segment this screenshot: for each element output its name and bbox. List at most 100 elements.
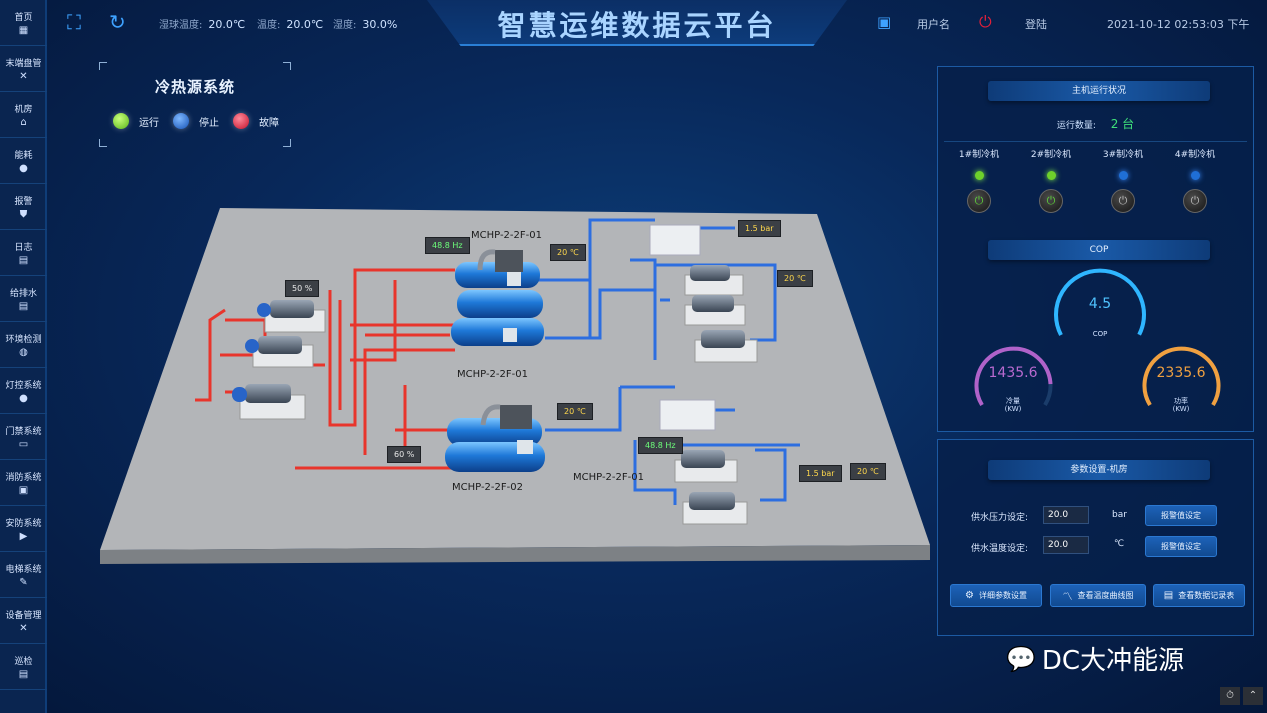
running-indicator-icon bbox=[113, 113, 129, 129]
sidebar-item-10[interactable]: 消防系统▣ bbox=[0, 460, 47, 506]
sidebar-item-label: 安防系统 bbox=[5, 518, 42, 529]
refresh-icon[interactable]: ↻ bbox=[109, 10, 126, 34]
tools-icon: ✕ bbox=[19, 622, 28, 634]
title-banner bbox=[427, 0, 847, 46]
sidebar-item-2[interactable]: 机房⌂ bbox=[0, 92, 47, 138]
sidebar-item-label: 门禁系统 bbox=[5, 426, 42, 437]
globe-icon: ◍ bbox=[19, 346, 28, 358]
power-toggle-icon[interactable]: ⏻ bbox=[1183, 189, 1207, 213]
grid-icon: ▦ bbox=[18, 24, 29, 36]
shield-icon: ⛊ bbox=[19, 208, 28, 220]
temperature-curve-label: 查看温度曲线图 bbox=[1077, 591, 1134, 600]
logout-link[interactable]: 登陆 bbox=[1025, 18, 1047, 31]
sidebar-item-6[interactable]: 给排水▤ bbox=[0, 276, 47, 322]
temperature-label: 温度: bbox=[257, 20, 281, 31]
legend-fault-label: 故障 bbox=[259, 117, 279, 129]
monitor-icon: ▶ bbox=[19, 530, 28, 542]
sidebar-item-0[interactable]: 首页▦ bbox=[0, 0, 47, 46]
sidebar-item-14[interactable]: 巡检▤ bbox=[0, 644, 47, 690]
status-dot-icon bbox=[1190, 171, 1200, 180]
sidebar-item-label: 环境检测 bbox=[5, 334, 42, 345]
trend-icon: 〽 bbox=[1062, 592, 1073, 603]
card-icon: ▭ bbox=[18, 438, 29, 450]
chiller-2: 2#制冷机 ⏻ bbox=[1016, 147, 1086, 213]
water-tank-top bbox=[649, 224, 701, 256]
clipboard-icon: ▤ bbox=[18, 300, 29, 312]
data-record-label: 查看数据记录表 bbox=[1178, 591, 1235, 600]
sidebar-item-5[interactable]: 日志▤ bbox=[0, 230, 47, 276]
status-panel-title: 主机运行状况 bbox=[988, 81, 1210, 101]
sidebar-item-8[interactable]: 灯控系统● bbox=[0, 368, 47, 414]
status-dot-icon bbox=[974, 171, 984, 180]
chiller-unit-1 bbox=[451, 249, 544, 346]
timer-icon[interactable]: ⏱ bbox=[1220, 687, 1240, 705]
data-record-button[interactable]: ▤ 查看数据记录表 bbox=[1153, 584, 1245, 607]
chiller-status-panel: 主机运行状况 运行数量: 2 台 1#制冷机 ⏻ 2#制冷机 ⏻ 3#制冷机 ⏻… bbox=[937, 66, 1254, 432]
watermark: 💬 DC大冲能源 bbox=[1006, 640, 1184, 677]
chiller-4: 4#制冷机 ⏻ bbox=[1160, 147, 1230, 213]
temperature-tag: 20 ℃ bbox=[550, 244, 586, 261]
temperature-curve-button[interactable]: 〽 查看温度曲线图 bbox=[1050, 584, 1146, 607]
sidebar-item-7[interactable]: 环境检测◍ bbox=[0, 322, 47, 368]
temperature-readout: 温度: 20.0℃ bbox=[257, 16, 323, 31]
pressure-setting-input[interactable] bbox=[1043, 506, 1089, 524]
power-toggle-icon[interactable]: ⏻ bbox=[1039, 189, 1063, 213]
power-gauge-arc bbox=[1142, 346, 1221, 407]
valve-opening-tag: 60 % bbox=[387, 446, 422, 463]
chiller-3-label: 3#制冷机 bbox=[1102, 150, 1144, 160]
scroll-up-icon[interactable]: ⌃ bbox=[1243, 687, 1263, 705]
detail-settings-button[interactable]: ⚙ 详细参数设置 bbox=[950, 584, 1042, 607]
temperature-setting-input[interactable] bbox=[1043, 536, 1089, 554]
image-icon: ▣ bbox=[18, 484, 29, 496]
power-toggle-icon[interactable]: ⏻ bbox=[967, 189, 991, 213]
sidebar-item-9[interactable]: 门禁系统▭ bbox=[0, 414, 47, 460]
edit-icon: ✎ bbox=[19, 576, 28, 588]
sidebar-item-11[interactable]: 安防系统▶ bbox=[0, 506, 47, 552]
temperature-alarm-button[interactable]: 报警值设定 bbox=[1145, 536, 1217, 557]
temperature-tag: 20 ℃ bbox=[777, 270, 813, 287]
temperature-setting-label: 供水温度设定: bbox=[971, 544, 1029, 554]
pressure-alarm-button[interactable]: 报警值设定 bbox=[1145, 505, 1217, 526]
sidebar-item-12[interactable]: 电梯系统✎ bbox=[0, 552, 47, 598]
chiller-4-label: 4#制冷机 bbox=[1174, 150, 1216, 160]
datetime: 2021-10-12 02:53:03 下午 bbox=[1107, 18, 1250, 31]
legend-title: 冷热源系统 bbox=[154, 78, 235, 96]
humidity-readout: 湿度:30.0% bbox=[333, 16, 397, 31]
power-icon[interactable]: ⏻ bbox=[979, 12, 992, 31]
fan-icon: ✕ bbox=[19, 70, 28, 82]
temperature-value: 20.0℃ bbox=[286, 18, 324, 31]
sidebar-item-4[interactable]: 报警⛊ bbox=[0, 184, 47, 230]
chiller2-name: MCHP-2-2F-02 bbox=[452, 482, 523, 493]
fullscreen-icon[interactable]: ⛶ bbox=[67, 10, 81, 34]
clipboard-icon: ▤ bbox=[18, 668, 29, 680]
sidebar-item-label: 日志 bbox=[14, 242, 33, 253]
pressure-setting-label: 供水压力设定: bbox=[971, 513, 1029, 523]
sidebar-item-label: 灯控系统 bbox=[5, 380, 42, 391]
plant-diagram bbox=[100, 208, 930, 564]
chiller-columns bbox=[944, 141, 1247, 223]
chiller-unit-2 bbox=[445, 404, 545, 472]
legend-panel: 冷热源系统 运行 停止 故障 bbox=[99, 62, 291, 147]
gauges bbox=[974, 268, 1221, 407]
chiller1-name-bottom: MCHP-2-2F-01 bbox=[457, 369, 528, 380]
legend-items: 运行 停止 故障 bbox=[113, 113, 279, 129]
chiller3-name: MCHP-2-2F-01 bbox=[573, 472, 644, 483]
temperature-tag: 20 ℃ bbox=[557, 403, 593, 420]
power-toggle-icon[interactable]: ⏻ bbox=[1111, 189, 1135, 213]
cop-value: 4.5 bbox=[1088, 296, 1112, 312]
sidebar-item-label: 电梯系统 bbox=[5, 564, 42, 575]
energy-icon: ● bbox=[19, 162, 28, 174]
document-icon: ▤ bbox=[1163, 590, 1174, 601]
temperature-unit: ℃ bbox=[1114, 539, 1125, 549]
top-bar: 智慧运维数据云平台 ⛶ ↻ 湿球温度:20.0℃ 温度:20.0℃ 湿度:30.… bbox=[47, 0, 1267, 50]
clipboard-icon: ▤ bbox=[18, 254, 29, 266]
user-icon[interactable]: ▣ bbox=[877, 13, 892, 31]
cooling-label: 冷量 bbox=[1006, 397, 1020, 405]
cooling-value: 1435.6 bbox=[988, 365, 1038, 381]
sidebar-item-1[interactable]: 末端盘管✕ bbox=[0, 46, 47, 92]
sidebar-item-3[interactable]: 能耗● bbox=[0, 138, 47, 184]
sidebar-item-label: 巡检 bbox=[14, 656, 33, 667]
username-link[interactable]: 用户名 bbox=[917, 18, 950, 31]
bulb-icon: ● bbox=[19, 392, 28, 404]
sidebar-item-13[interactable]: 设备管理✕ bbox=[0, 598, 47, 644]
